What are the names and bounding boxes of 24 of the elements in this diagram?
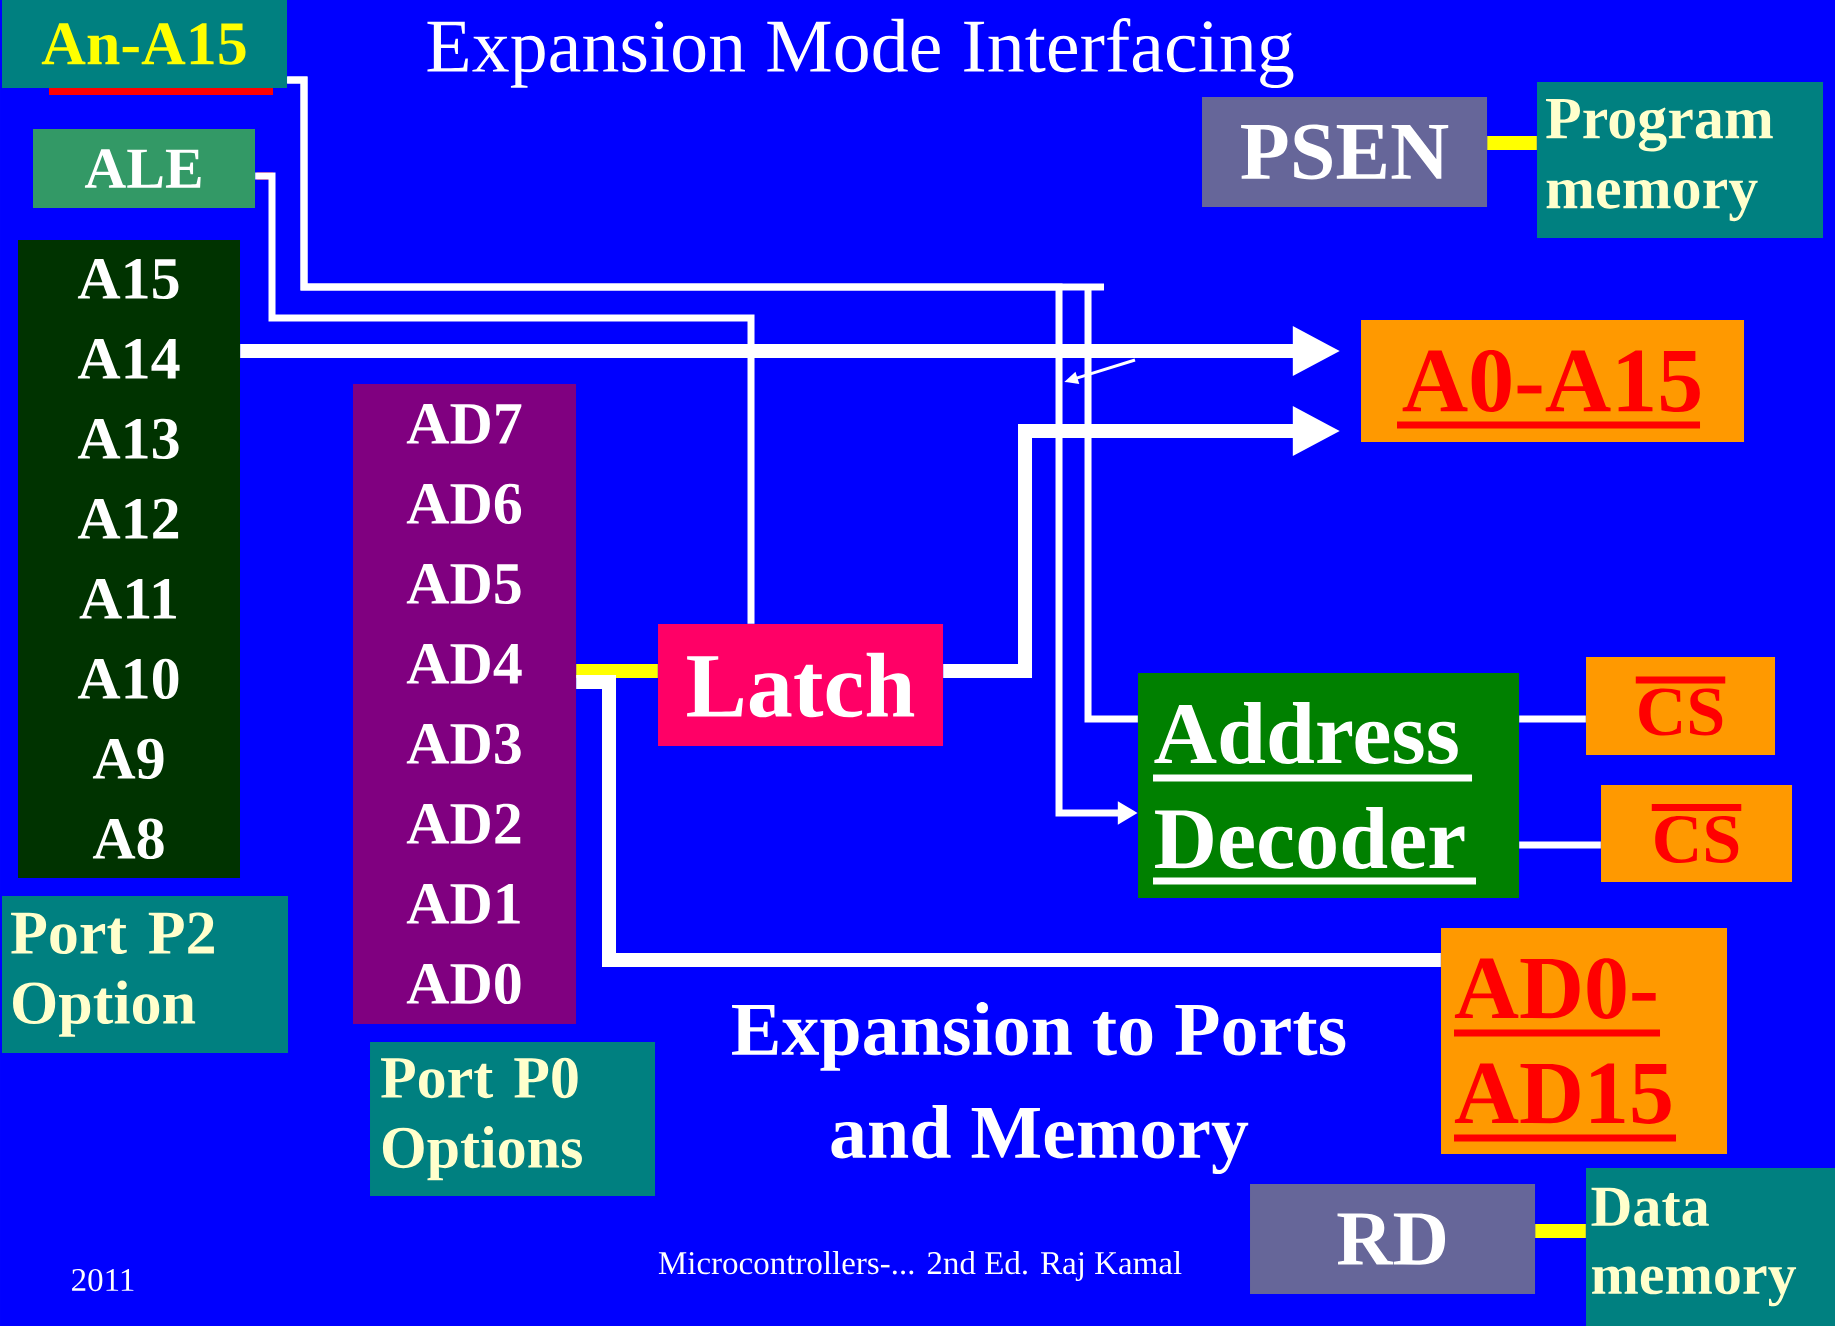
port-box: Port P2 Option [2, 896, 288, 1053]
footer-text: Microcontrollers-... 2nd Ed. Raj Kamal [658, 1251, 1182, 1281]
chip-select-box: CS [1601, 785, 1792, 882]
signal-box: PSEN [1202, 97, 1487, 207]
memory-box: Program memory [1537, 82, 1823, 238]
bus-box: AD0-AD15 [1441, 928, 1727, 1154]
signal-box: RD [1250, 1184, 1535, 1294]
heading-text: Expansion to Ports and Memory [732, 1001, 1346, 1175]
bus-box: A0-A15 [1361, 320, 1744, 442]
chip-select-box: CS [1586, 657, 1775, 755]
connector-line [1487, 136, 1537, 150]
connector-line [1535, 1224, 1586, 1238]
pin-list-box: AD7 AD6 AD5 AD4 AD3 AD2 AD1 AD0 [353, 384, 576, 1024]
port-box: Port P0 Options [370, 1042, 655, 1196]
memory-box: Data memory [1586, 1168, 1835, 1326]
decoder-box: Address Decoder [1138, 673, 1519, 898]
connector-line [576, 664, 658, 678]
year-text: 2011 [72, 1268, 134, 1292]
signal-box: ALE [33, 129, 255, 208]
connector-line [576, 675, 1441, 967]
latch-box: Latch [658, 624, 943, 746]
signal-box: An-A15 [2, 0, 287, 88]
pin-list-box: A15 A14 A13 A12 A11 A10 A9 A8 [18, 240, 240, 878]
title: Expansion Mode Interfacing [427, 18, 1294, 88]
